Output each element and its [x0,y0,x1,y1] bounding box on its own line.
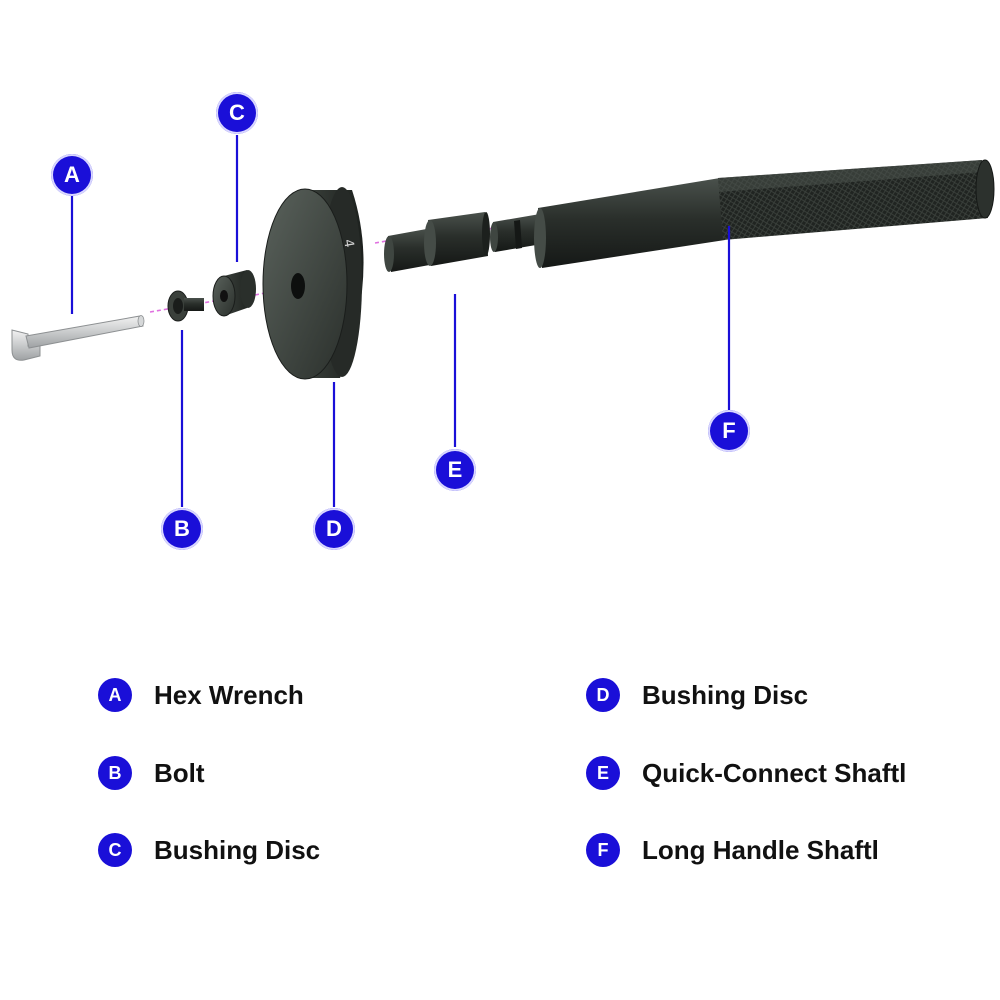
bolt-part [167,290,204,322]
exploded-tool-diagram: 4 [11,135,995,507]
legend-item-a: A Hex Wrench [98,677,304,713]
callout-badge-c: C [216,92,258,134]
legend-label-e: Quick-Connect Shaftl [642,757,907,788]
legend-badge-f: F [586,833,620,867]
legend-badge-d: D [586,678,620,712]
quick-connect-shaft-part [384,212,490,272]
legend-label-a: Hex Wrench [154,679,304,710]
long-handle-shaft-part [490,159,995,268]
callout-badge-e: E [434,449,476,491]
legend-item-c: C Bushing Disc [98,832,320,868]
leader-lines [70,135,731,507]
hex-wrench-part [11,315,145,361]
legend-badge-b: B [98,756,132,790]
legend-label-c: Bushing Disc [154,834,321,865]
legend-badge-a: A [98,678,132,712]
legend-badge-c: C [98,833,132,867]
legend-label-b: Bolt [154,757,205,788]
disc-marking: 4 [340,238,356,249]
legend-label-d: Bushing Disc [642,679,809,710]
callout-badge-f: F [708,410,750,452]
callout-badge-a: A [51,154,93,196]
legend-item-b: B Bolt [98,755,205,791]
callout-badge-d: D [313,508,355,550]
legend-item-f: F Long Handle Shaftl [586,832,879,868]
legend-badge-e: E [586,756,620,790]
legend-item-e: E Quick-Connect Shaftl [586,755,906,791]
legend-item-d: D Bushing Disc [586,677,808,713]
callout-badge-b: B [161,508,203,550]
large-bushing-disc-part: 4 [262,187,364,380]
small-bushing-disc-part [212,270,256,317]
legend-label-f: Long Handle Shaftl [642,834,879,865]
